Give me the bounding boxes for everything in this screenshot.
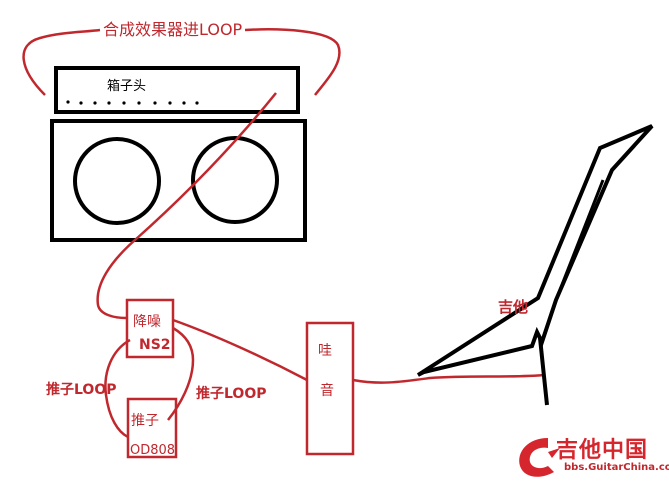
wah-label-line2: 音 [320, 383, 334, 399]
watermark-url: bbs.GuitarChina.com [564, 462, 669, 473]
od808-box [126, 397, 178, 459]
speaker-right [191, 136, 279, 224]
cable-ns2-to-wah [172, 318, 308, 382]
loop-left-label: 推子LOOP [46, 382, 117, 398]
ns2-label-line1: 降噪 [133, 314, 161, 330]
ns2-label-line2: NS2 [139, 337, 171, 353]
guitar-outline [416, 124, 654, 377]
loop-right-wire [167, 326, 195, 421]
cable-head-to-ns2 [96, 92, 277, 320]
amp-head-box [54, 66, 300, 114]
guitar-tail [538, 337, 549, 406]
loop-left-wire [104, 338, 131, 439]
watermark-emblem [519, 438, 560, 477]
cable-wah-to-guitar [352, 373, 546, 384]
speaker-cabinet [50, 119, 307, 242]
watermark: 吉他中国 bbs.GuitarChina.com [512, 432, 669, 478]
amp-head-label: 箱子头 [107, 79, 147, 94]
amp-head-knobs [66, 100, 199, 105]
watermark-title: 吉他中国 [556, 438, 649, 463]
loop-top-label: 合成效果器进LOOP [103, 20, 243, 39]
guitar-label: 吉他 [498, 298, 529, 316]
loop-right-label: 推子LOOP [196, 386, 267, 402]
wah-label-line1: 哇 [318, 343, 332, 359]
loop-top-wire [22, 28, 341, 96]
wah-box [305, 321, 355, 456]
od808-label-line1: 推子 [131, 413, 159, 429]
speaker-left [73, 137, 161, 225]
od808-label-line2: OD808 [130, 443, 176, 458]
guitar-neck-line [554, 179, 605, 301]
